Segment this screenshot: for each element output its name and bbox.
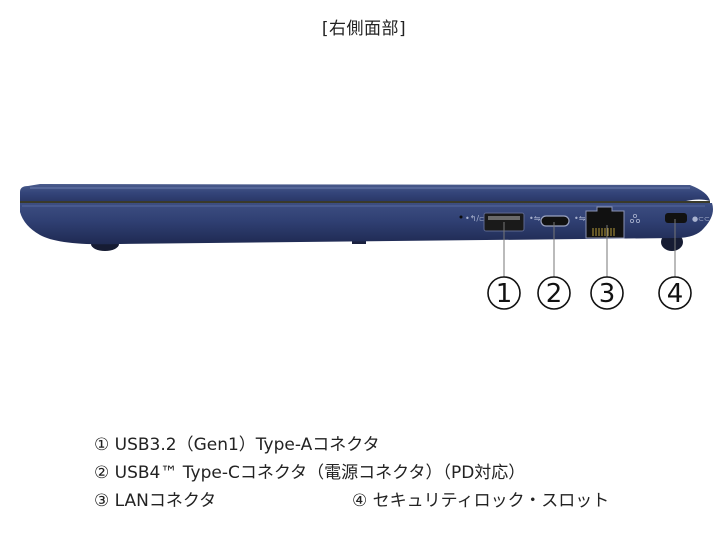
port-security-slot [665,213,687,223]
svg-text:•↰/▭: •↰/▭ [465,214,487,223]
seam [20,201,710,203]
port-usb-c [540,215,570,227]
callout-3 [590,276,624,310]
callout-4 [658,276,692,310]
legend-label: USB4™ Type-Cコネクタ（電源コネクタ）（PD対応） [114,463,526,483]
legend-marker: ② [94,463,110,483]
legend-marker: ③ [94,491,110,511]
section-title: [右側面部] [321,19,407,39]
legend-label: LANコネクタ [114,491,217,511]
usb-icon: •⇋ [529,214,541,223]
legend-label: USB3.2（Gen1）Type-Aコネクタ [114,435,380,455]
usb-icon-2: •⇋ [574,214,586,223]
port-lan [585,206,625,239]
svg-text:3: 3 [599,279,616,309]
legend-label: セキュリティロック・スロット [372,491,610,511]
laptop-side-view: •↰/▭ •⇋ •⇋ ●⊂⊂ [20,184,713,310]
legend-marker: ④ [352,491,368,511]
legend-item-2: ② USB4™ Type-Cコネクタ（電源コネクタ）（PD対応） [94,459,525,487]
svg-text:1: 1 [496,279,513,309]
svg-text:4: 4 [667,279,684,309]
legend-marker: ① [94,435,110,455]
legend-item-4: ④ セキュリティロック・スロット [352,487,609,515]
callout-2 [537,276,571,310]
lid [20,184,710,201]
legend-item-3: ③ LANコネクタ [94,487,525,515]
network-icon [630,213,641,223]
callout-1 [487,276,521,310]
svg-text:2: 2 [546,279,563,309]
legend-item-1: ① USB3.2（Gen1）Type-Aコネクタ [94,431,525,459]
port-legend: ① USB3.2（Gen1）Type-Aコネクタ ② USB4™ Type-Cコ… [94,431,609,515]
base [20,203,713,245]
lock-icon: ●⊂⊂ [692,215,710,223]
